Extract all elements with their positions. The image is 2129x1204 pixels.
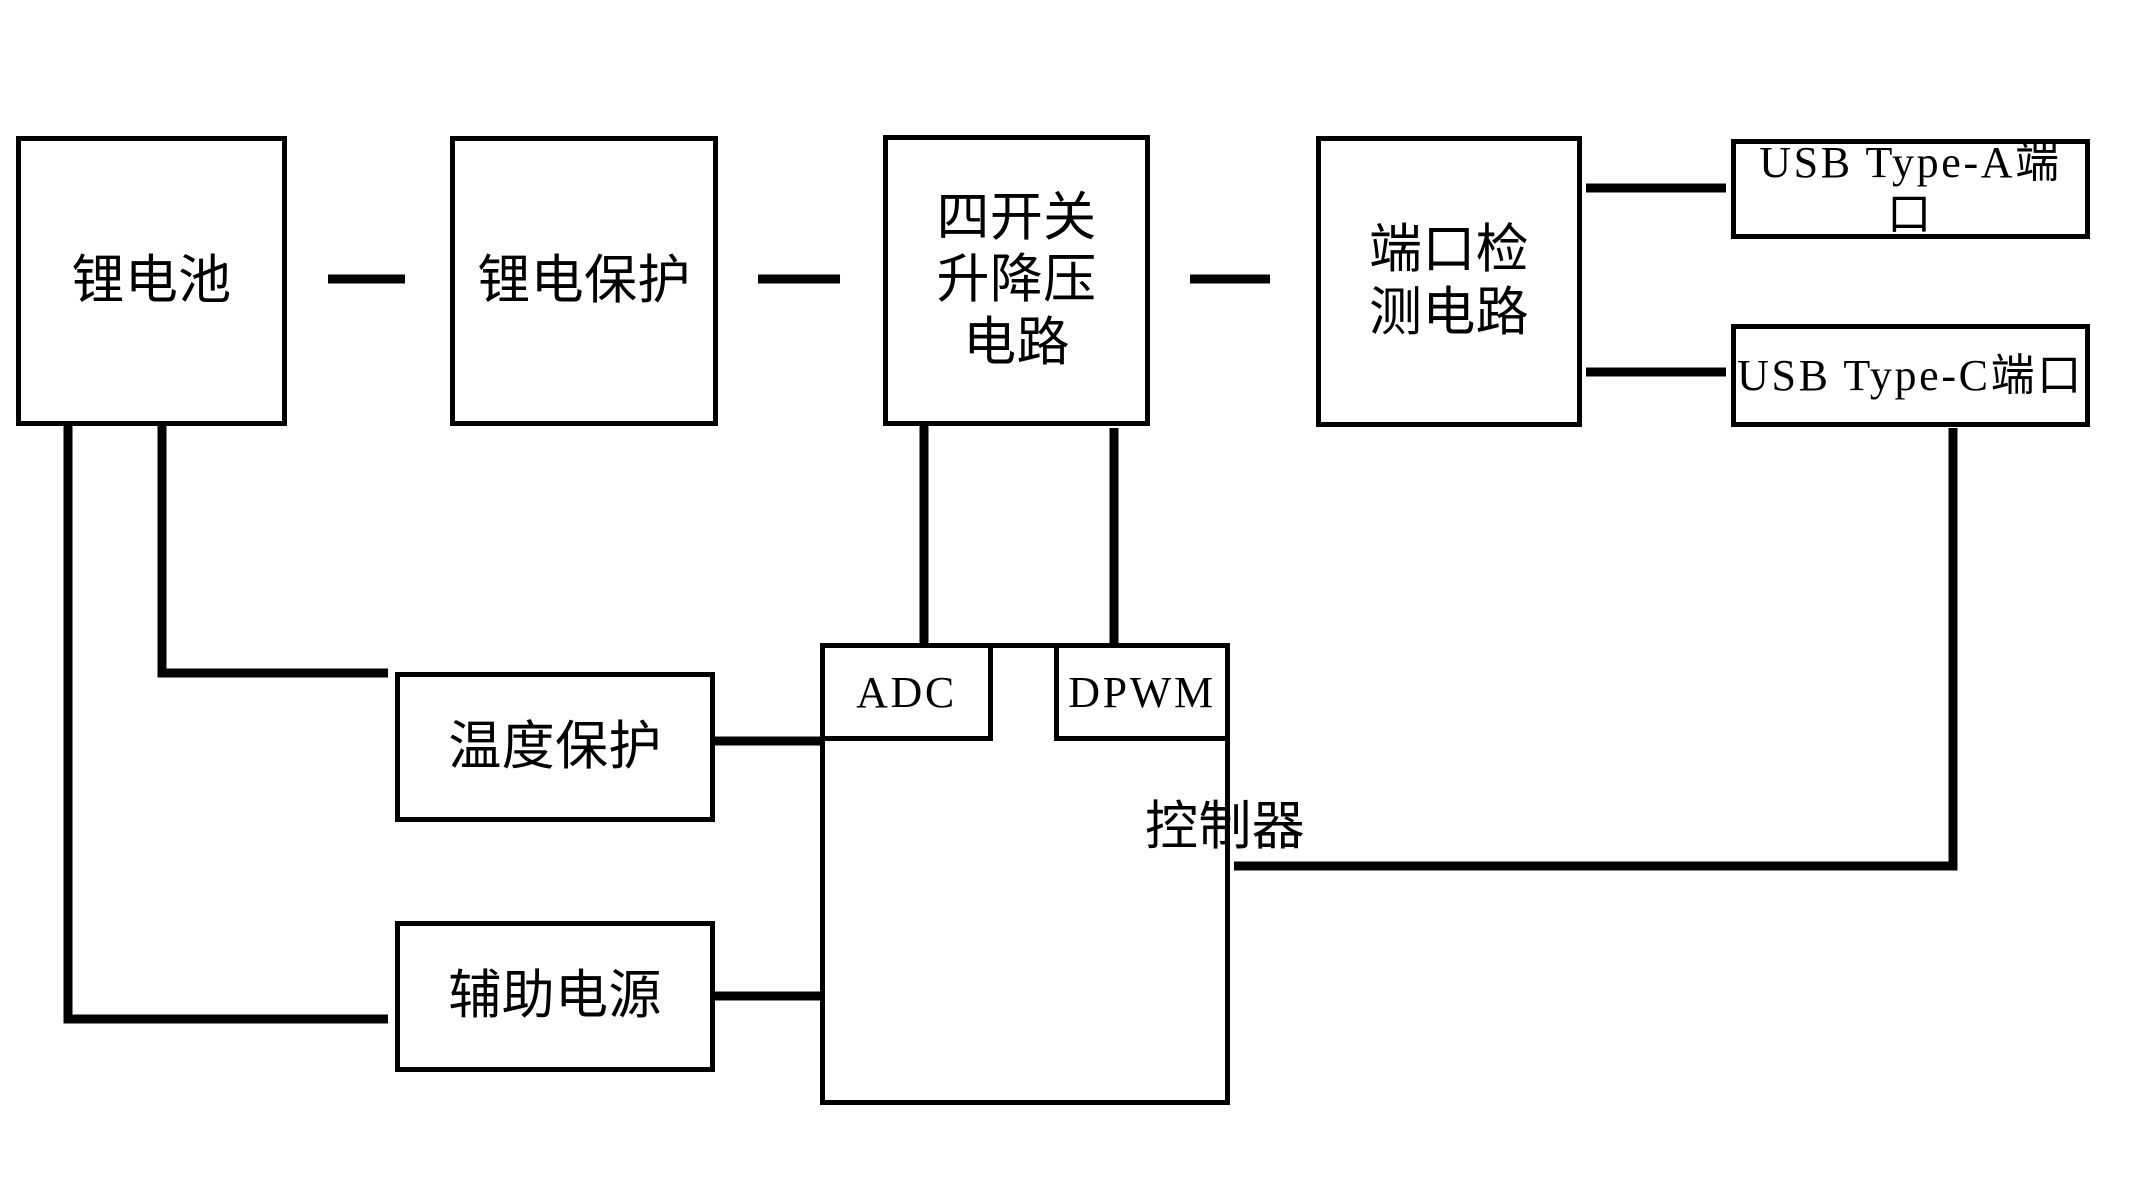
node-buck-boost[interactable]: 四开关 升降压 电路 [883,135,1150,426]
node-battery-protection-label: 锂电保护 [477,251,691,310]
node-temp-protection-label: 温度保护 [448,717,662,776]
node-usb-type-a[interactable]: USB Type-A端口 [1731,138,2090,239]
node-usb-type-c[interactable]: USB Type-C端口 [1731,324,2090,427]
wire-battery-to-aux-power [63,425,389,1024]
wire-battery-to-temp-protection [157,425,389,678]
node-usb-type-a-label: USB Type-A端口 [1759,138,2062,239]
node-battery-protection[interactable]: 锂电保护 [450,136,718,426]
node-dpwm[interactable]: DPWM [1054,643,1230,741]
node-temp-protection[interactable]: 温度保护 [395,672,715,822]
node-controller-label: 控制器 [1145,798,1305,856]
node-port-detect-label: 端口检 测电路 [1369,220,1529,342]
node-controller[interactable]: 控制器 [820,643,1305,1105]
node-battery[interactable]: 锂电池 [16,136,287,426]
node-aux-power-label: 辅助电源 [448,967,662,1026]
node-adc[interactable]: ADC [820,643,993,741]
node-battery-label: 锂电池 [71,251,232,310]
node-port-detect[interactable]: 端口检 测电路 [1316,136,1582,427]
node-adc-label: ADC [856,667,957,717]
node-aux-power[interactable]: 辅助电源 [395,921,715,1072]
node-usb-type-c-label: USB Type-C端口 [1737,350,2084,400]
node-buck-boost-label: 四开关 升降压 电路 [936,188,1097,372]
node-dpwm-label: DPWM [1068,667,1216,717]
